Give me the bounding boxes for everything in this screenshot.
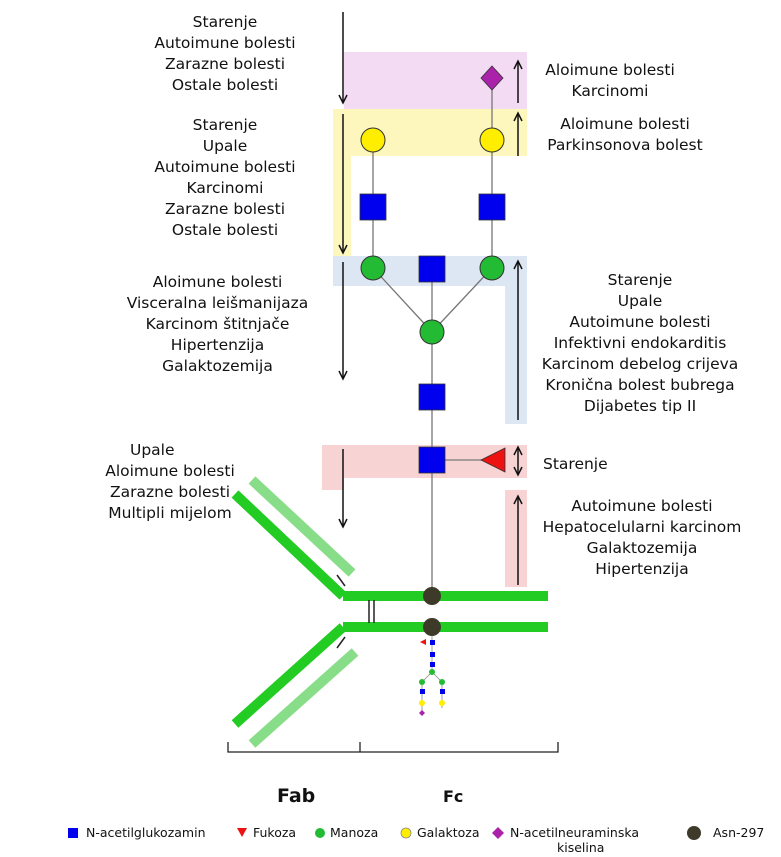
right-2-line-2: Parkinsonova bolest (547, 136, 703, 154)
right-3-line-4: Infektivni endokarditis (553, 334, 727, 352)
left-group-1: Starenje Autoimune bolesti Zarazne boles… (110, 12, 340, 96)
legend-fucose-label: Fukoza (253, 825, 297, 840)
bisecting-glcnac (418, 255, 446, 283)
fab-glycosylation-band (505, 490, 527, 587)
right-5-line-4: Hipertenzija (595, 560, 689, 578)
left-2-line-1: Starenje (192, 116, 258, 134)
left-4-line-4: Multipli mijelom (108, 504, 232, 522)
antibody (231, 476, 548, 748)
right-1-line-2: Karcinomi (571, 82, 649, 100)
left-3-line-1: Aloimune bolesti (152, 273, 283, 291)
mannose-left (360, 255, 386, 281)
legend-galactose-icon (400, 827, 412, 839)
galactosylation-band-left (333, 156, 351, 256)
left-1-line-4: Ostale bolesti (171, 76, 279, 94)
glcnac-core-2 (418, 383, 446, 411)
left-4-line-2: Aloimune bolesti (105, 462, 235, 480)
bisecting-glcnac-band-right (505, 286, 527, 424)
legend-sialic-icon (492, 827, 504, 839)
fucosylation-band-left (322, 445, 344, 490)
right-3-line-7: Dijabetes tip II (583, 397, 697, 415)
fc-label: Fc (443, 787, 464, 806)
glcnac-core-1 (418, 446, 446, 474)
legend-asn-icon (687, 826, 701, 840)
right-3-line-3: Autoimune bolesti (569, 313, 711, 331)
left-group-4: Upale Aloimune bolesti Zarazne bolesti M… (75, 440, 265, 524)
legend-fucose-icon (237, 828, 247, 837)
legend-mannose-label: Manoza (330, 825, 379, 840)
legend-mannose-icon (315, 828, 325, 838)
left-2-line-3: Autoimune bolesti (154, 158, 296, 176)
right-3-line-6: Kronična bolest bubrega (545, 376, 735, 394)
sialic-acid-diamond (480, 65, 504, 91)
right-3-line-1: Starenje (607, 271, 673, 289)
left-3-line-4: Hipertenzija (170, 336, 265, 354)
right-4-line-1: Starenje (543, 455, 608, 473)
legend-glcnac-label: N-acetilglukozamin (86, 825, 206, 840)
left-1-line-3: Zarazne bolesti (164, 55, 286, 73)
left-4-line-1: Upale (130, 441, 175, 459)
mannose-core (419, 319, 445, 345)
right-group-4: Starenje (543, 454, 608, 475)
legend-asn-label: Asn-297 (713, 825, 765, 840)
left-3-line-3: Karcinom štitnjače (145, 315, 290, 333)
left-2-line-6: Ostale bolesti (171, 221, 279, 239)
right-group-1: Aloimune bolesti Karcinomi (530, 60, 690, 102)
right-3-line-2: Upale (617, 292, 663, 310)
right-1-line-1: Aloimune bolesti (545, 61, 675, 79)
left-2-line-5: Zarazne bolesti (164, 200, 286, 218)
right-3-line-5: Karcinom debelog crijeva (541, 355, 739, 373)
left-1-line-1: Starenje (192, 13, 258, 31)
left-group-3: Aloimune bolesti Visceralna leišmanijaza… (95, 272, 340, 377)
legend-sialic-label-2: kiselina (557, 840, 605, 855)
fucose-triangle (480, 447, 506, 473)
right-group-2: Aloimune bolesti Parkinsonova bolest (525, 114, 725, 156)
galactose-left (360, 127, 386, 153)
right-2-line-1: Aloimune bolesti (560, 115, 690, 133)
glcnac-left (359, 193, 387, 221)
right-5-line-1: Autoimune bolesti (571, 497, 713, 515)
left-3-line-5: Galaktozemija (162, 357, 273, 375)
left-3-line-2: Visceralna leišmanijaza (126, 294, 309, 312)
legend-galactose-label: Galaktoza (417, 825, 480, 840)
asn-297-bottom (423, 618, 441, 636)
galactose-right (479, 127, 505, 153)
left-2-line-4: Karcinomi (186, 179, 264, 197)
region-brackets (227, 742, 559, 753)
left-2-line-2: Upale (202, 137, 248, 155)
glcnac-right (478, 193, 506, 221)
right-5-line-2: Hepatocelularni karcinom (542, 518, 742, 536)
fab-label: Fab (277, 785, 316, 807)
left-group-2: Starenje Upale Autoimune bolesti Karcino… (110, 115, 340, 241)
mini-glycan (419, 636, 445, 716)
left-1-line-2: Autoimune bolesti (154, 34, 296, 52)
right-5-line-3: Galaktozemija (586, 539, 698, 557)
right-group-3: Starenje Upale Autoimune bolesti Infekti… (525, 270, 755, 417)
left-4-line-3: Zarazne bolesti (109, 483, 231, 501)
legend-sialic-label-1: N-acetilneuraminska (510, 825, 640, 840)
legend-glcnac-icon (68, 828, 78, 838)
asn-297-top (423, 587, 441, 605)
mannose-right (479, 255, 505, 281)
right-group-5: Autoimune bolesti Hepatocelularni karcin… (527, 496, 757, 580)
